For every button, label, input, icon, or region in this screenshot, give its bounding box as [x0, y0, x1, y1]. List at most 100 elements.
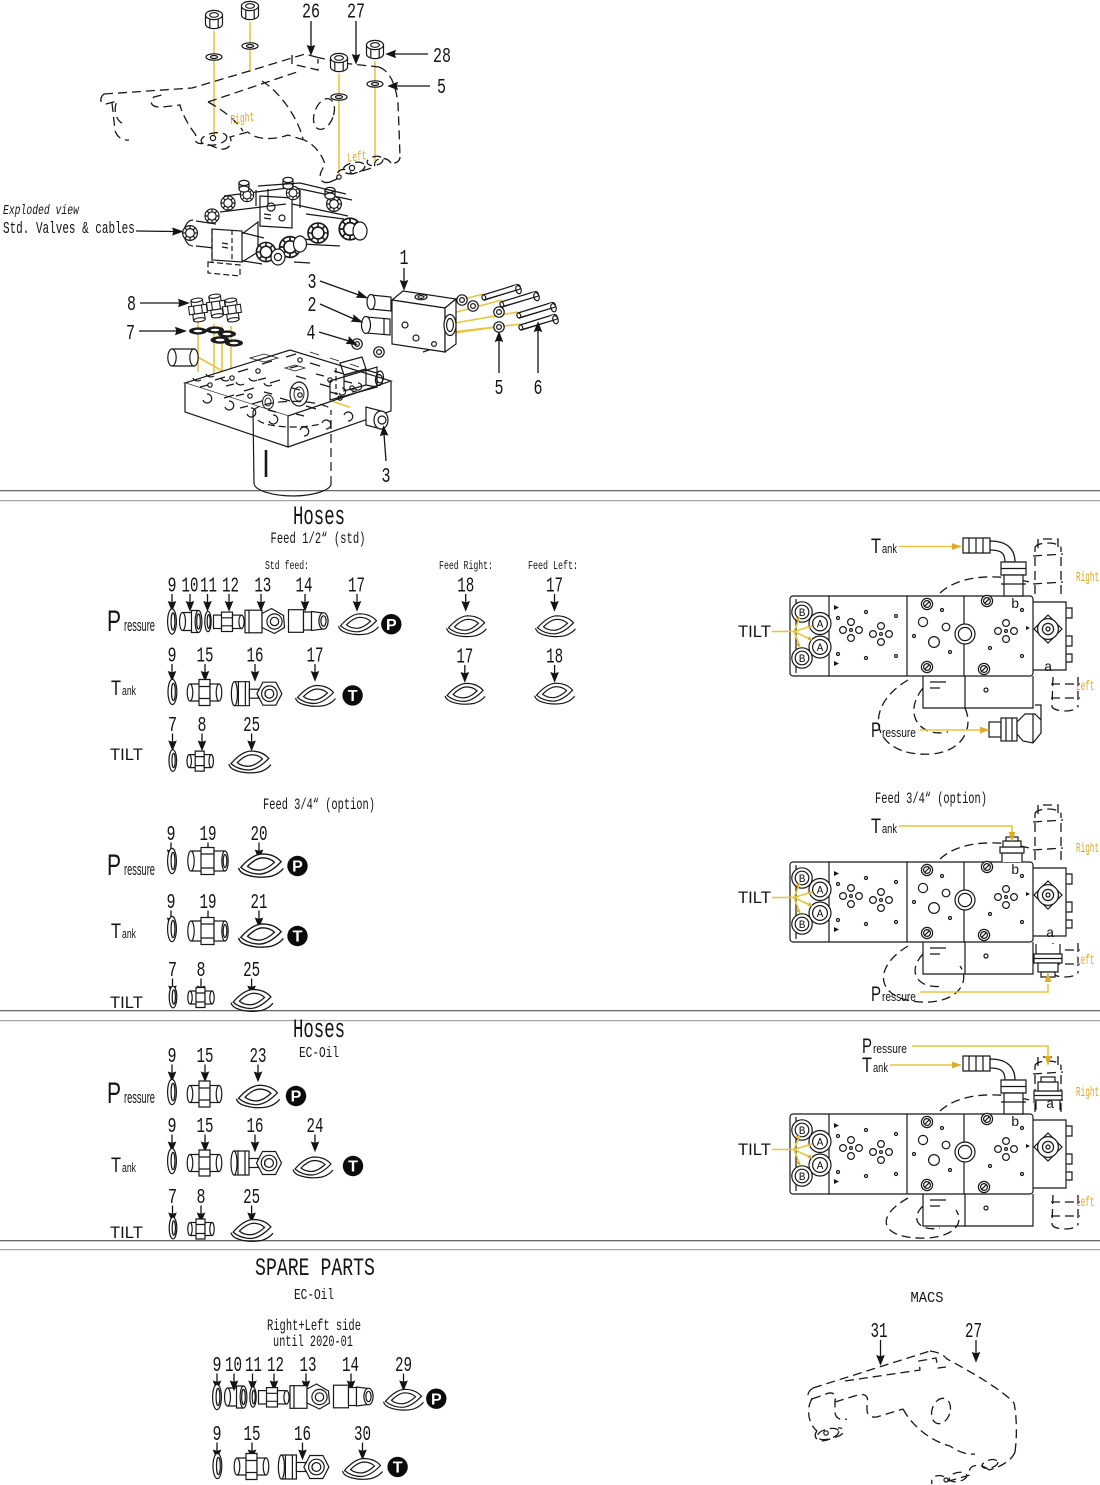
svg-text:27: 27	[347, 1, 365, 24]
svg-text:9: 9	[213, 1355, 222, 1378]
svg-text:Right: Right	[229, 111, 255, 129]
svg-text:27: 27	[965, 1321, 982, 1344]
svg-text:9: 9	[213, 1424, 222, 1447]
svg-text:14: 14	[296, 575, 313, 598]
svg-text:ressure: ressure	[882, 990, 916, 1004]
svg-text:b: b	[1011, 1115, 1019, 1131]
svg-text:Feed 3/4“ (option): Feed 3/4“ (option)	[263, 797, 375, 815]
svg-text:28: 28	[433, 46, 451, 69]
svg-text:16: 16	[247, 645, 264, 668]
svg-text:7: 7	[168, 715, 177, 738]
svg-text:6: 6	[534, 378, 543, 401]
svg-text:3: 3	[308, 272, 317, 295]
svg-text:13: 13	[254, 575, 271, 598]
svg-text:P: P	[871, 717, 881, 741]
svg-text:24: 24	[307, 1116, 324, 1139]
svg-text:P: P	[107, 1078, 121, 1110]
svg-text:ank: ank	[882, 543, 897, 557]
svg-text:EC-Oil: EC-Oil	[299, 1044, 339, 1061]
svg-text:TILT: TILT	[738, 1140, 771, 1159]
svg-text:T: T	[871, 814, 881, 837]
svg-text:16: 16	[247, 1116, 264, 1139]
svg-text:Left: Left	[1076, 680, 1094, 695]
svg-text:4: 4	[307, 323, 316, 346]
svg-text:17: 17	[348, 575, 365, 598]
svg-text:9: 9	[168, 1116, 177, 1139]
svg-text:Exploded view: Exploded view	[3, 202, 80, 218]
svg-text:Right: Right	[1076, 1086, 1099, 1101]
svg-text:ressure: ressure	[124, 860, 155, 879]
svg-text:23: 23	[250, 1046, 267, 1069]
svg-text:7: 7	[126, 323, 135, 346]
svg-text:18: 18	[546, 646, 563, 669]
svg-text:29: 29	[395, 1355, 412, 1378]
svg-text:9: 9	[168, 645, 177, 668]
svg-text:9: 9	[167, 824, 176, 847]
svg-text:T: T	[871, 534, 881, 557]
svg-text:25: 25	[243, 960, 260, 983]
svg-text:ressure: ressure	[873, 1042, 907, 1056]
svg-text:a: a	[1044, 660, 1052, 676]
svg-text:Feed 1/2“ (std): Feed 1/2“ (std)	[271, 531, 366, 549]
svg-text:Std. Valves & cables: Std. Valves & cables	[3, 220, 135, 239]
svg-text:T: T	[862, 1053, 872, 1076]
svg-text:25: 25	[243, 1187, 260, 1210]
svg-text:P: P	[107, 606, 121, 638]
svg-text:Right: Right	[1076, 571, 1099, 586]
svg-text:15: 15	[244, 1424, 261, 1447]
svg-text:13: 13	[300, 1355, 317, 1378]
svg-text:16: 16	[294, 1424, 311, 1447]
svg-text:a: a	[1046, 1097, 1054, 1113]
svg-text:30: 30	[354, 1424, 371, 1447]
svg-text:a: a	[1046, 926, 1054, 942]
svg-text:Left: Left	[1076, 954, 1094, 969]
svg-text:10: 10	[225, 1355, 242, 1378]
svg-text:18: 18	[457, 575, 474, 598]
svg-text:b: b	[1011, 597, 1019, 613]
svg-text:P: P	[862, 1033, 872, 1057]
svg-text:TILT: TILT	[110, 745, 143, 764]
svg-text:Right: Right	[1076, 842, 1099, 857]
svg-text:until 2020-01: until 2020-01	[273, 1334, 353, 1352]
svg-text:17: 17	[456, 646, 473, 669]
svg-text:TILT: TILT	[738, 888, 771, 907]
svg-text:Feed Left:: Feed Left:	[528, 560, 578, 574]
svg-text:21: 21	[251, 892, 268, 915]
svg-text:ressure: ressure	[124, 1088, 155, 1107]
svg-text:5: 5	[495, 378, 504, 401]
svg-text:3: 3	[382, 466, 391, 489]
svg-text:11: 11	[200, 575, 217, 598]
svg-text:17: 17	[546, 575, 563, 598]
svg-text:17: 17	[307, 645, 324, 668]
svg-text:ank: ank	[882, 823, 897, 837]
svg-text:19: 19	[200, 892, 217, 915]
svg-text:ank: ank	[122, 1161, 136, 1175]
svg-text:5: 5	[437, 77, 446, 100]
svg-text:TILT: TILT	[738, 622, 771, 641]
svg-text:8: 8	[197, 960, 206, 983]
svg-text:ressure: ressure	[882, 726, 916, 740]
svg-text:12: 12	[267, 1355, 284, 1378]
svg-text:P: P	[107, 850, 121, 882]
svg-text:b: b	[1011, 863, 1019, 879]
svg-text:ank: ank	[122, 684, 136, 698]
svg-text:T: T	[111, 1153, 121, 1176]
svg-text:ressure: ressure	[124, 616, 155, 635]
svg-text:19: 19	[200, 824, 217, 847]
svg-text:TILT: TILT	[110, 993, 143, 1012]
svg-text:8: 8	[127, 294, 136, 317]
svg-text:10: 10	[182, 575, 199, 598]
svg-text:T: T	[111, 919, 121, 942]
svg-text:ank: ank	[873, 1062, 888, 1076]
svg-text:Left: Left	[346, 149, 367, 166]
svg-text:Right+Left side: Right+Left side	[267, 1318, 361, 1336]
svg-text:11: 11	[245, 1355, 262, 1378]
svg-text:31: 31	[871, 1321, 888, 1344]
svg-text:7: 7	[168, 1187, 177, 1210]
svg-text:15: 15	[197, 1046, 214, 1069]
svg-text:Feed 3/4“ (option): Feed 3/4“ (option)	[875, 791, 987, 809]
svg-text:MACS: MACS	[911, 1291, 944, 1308]
svg-text:9: 9	[168, 1046, 177, 1069]
svg-text:P: P	[871, 981, 881, 1005]
svg-text:Hoses: Hoses	[293, 1014, 345, 1045]
